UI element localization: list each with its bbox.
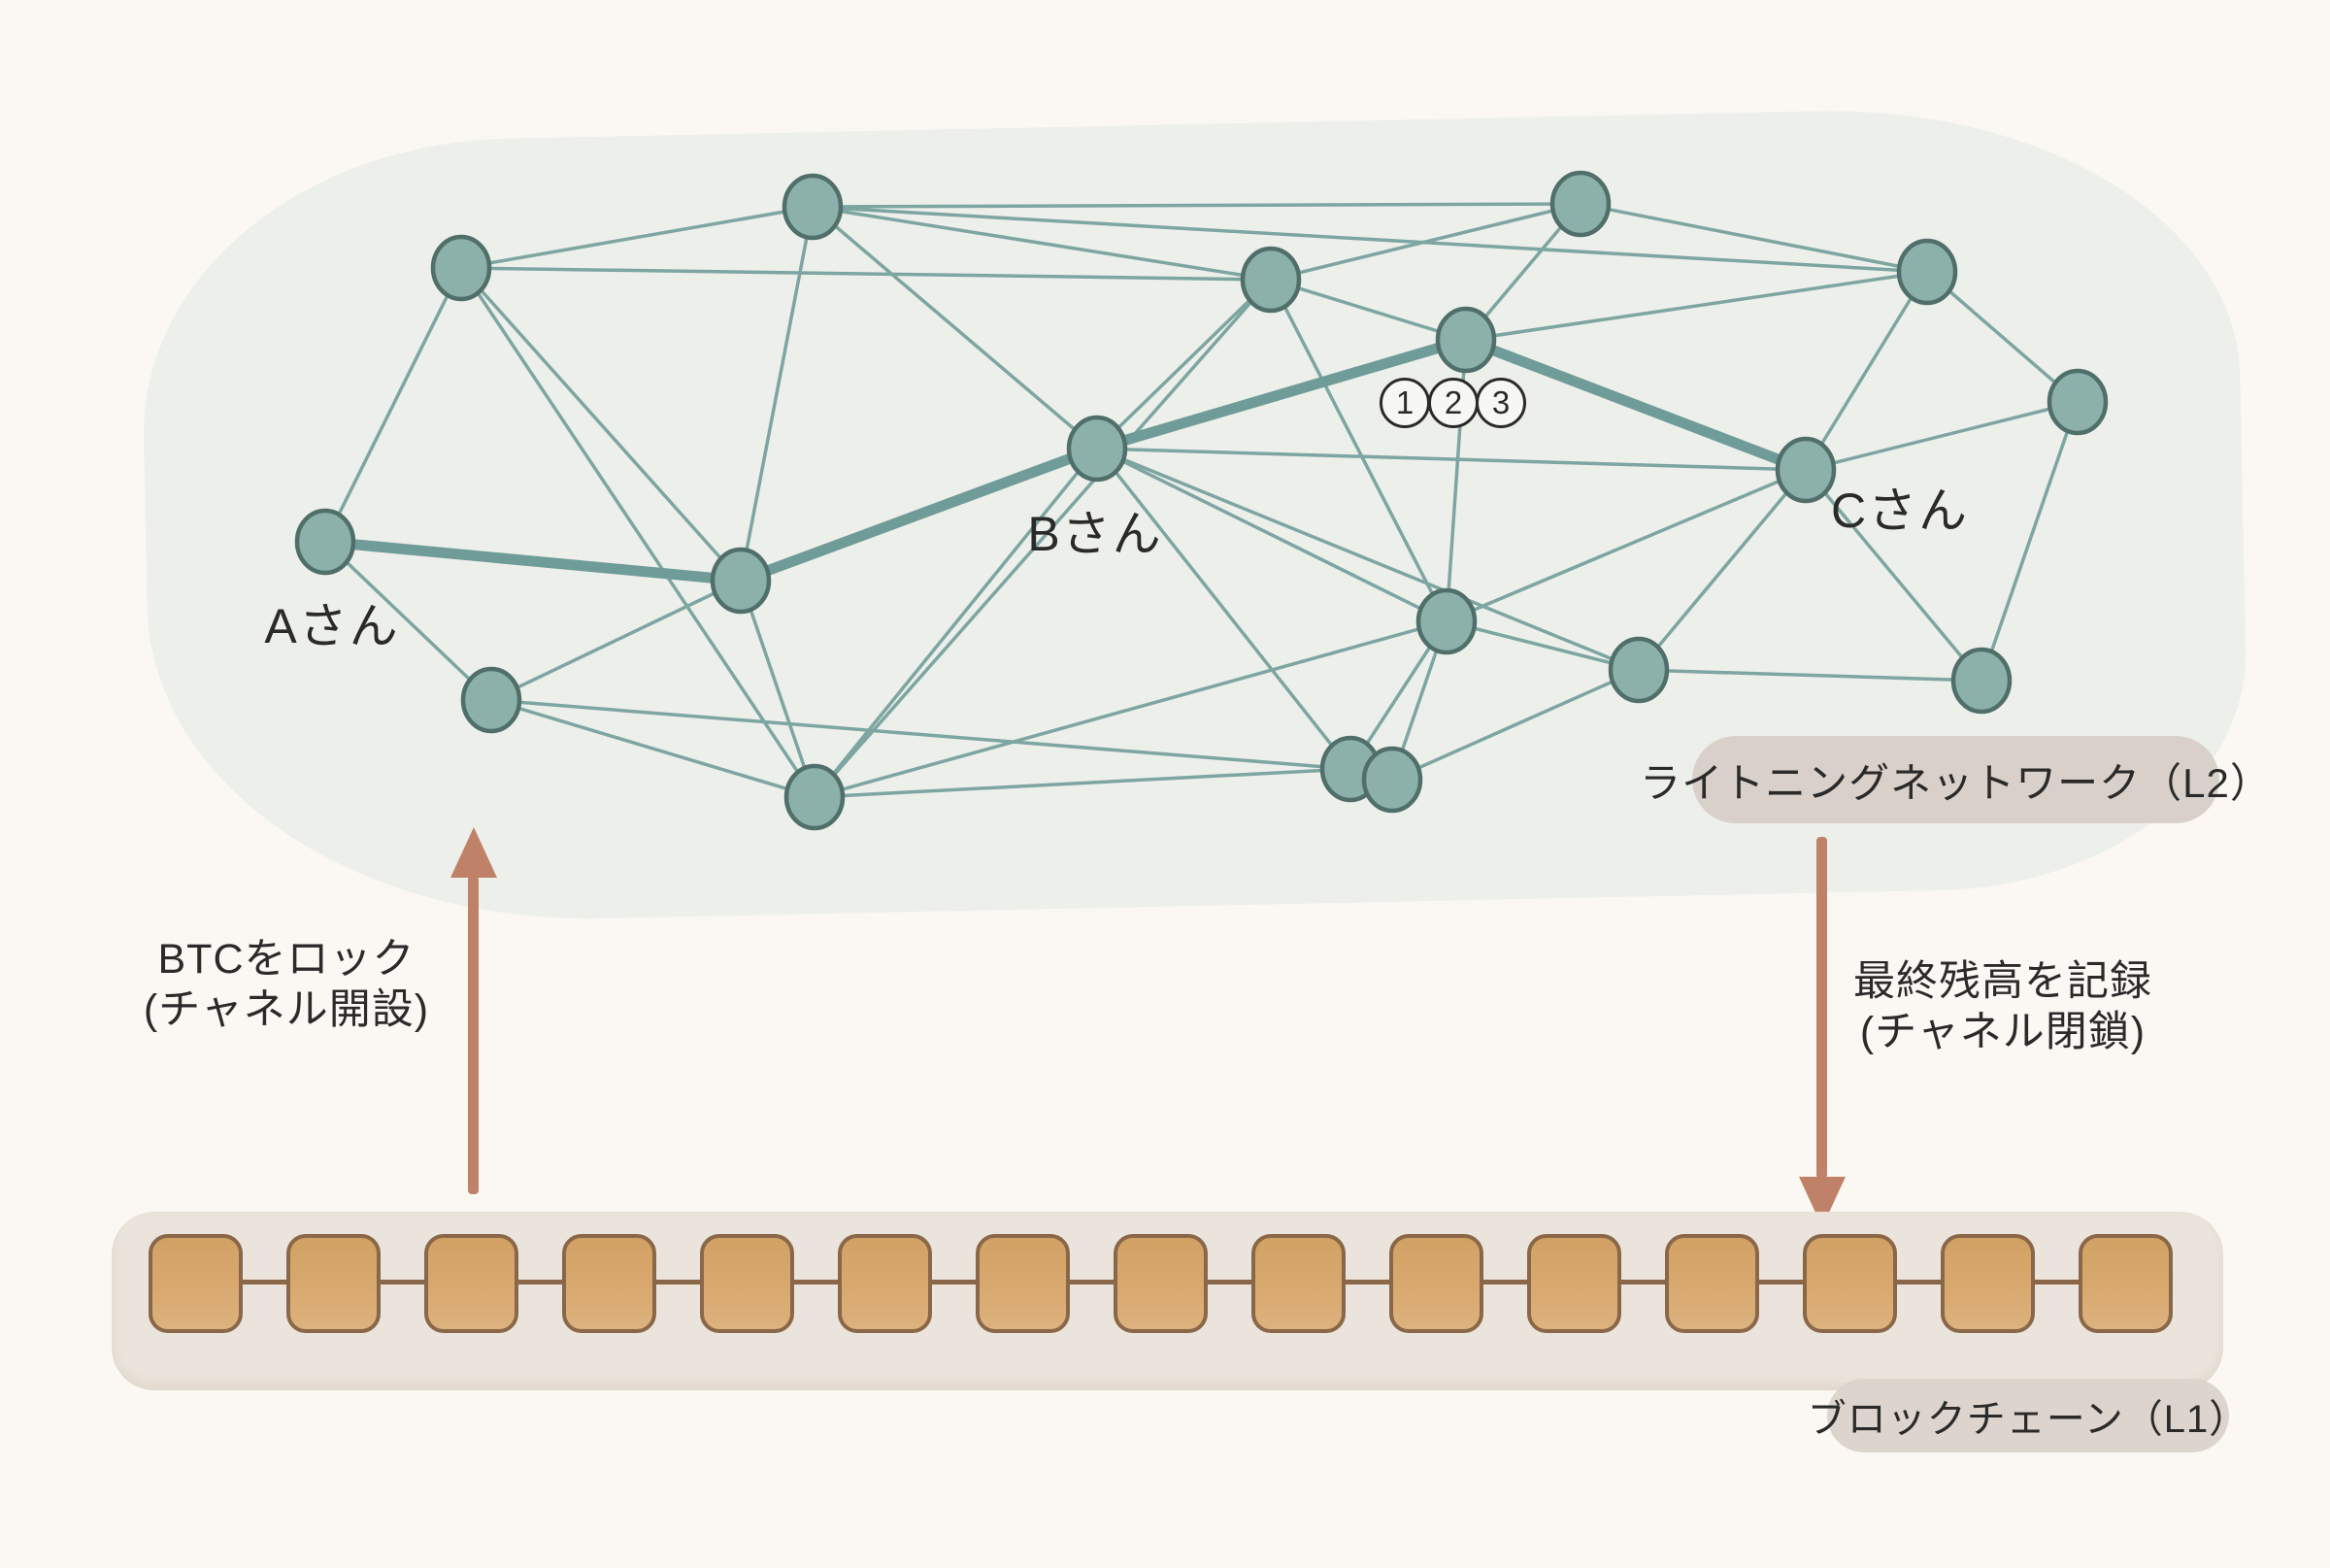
network-node-n5 <box>1549 170 1612 238</box>
block <box>976 1234 1070 1333</box>
blockchain-l1-label: ブロックチェーン（L1） <box>1807 1398 2249 1441</box>
arrow-up-shaft <box>468 876 479 1194</box>
network-edge <box>323 266 463 544</box>
network-edge <box>739 579 816 799</box>
network-edge <box>1269 278 1448 623</box>
network-node-n2 <box>782 173 844 241</box>
block <box>700 1234 794 1333</box>
channel-open-caption-line2: (チャネル開設) <box>143 986 430 1033</box>
network-edge <box>811 205 1273 282</box>
route-hop-marker-1: 1 <box>1380 378 1430 428</box>
network-edge <box>1269 202 1582 282</box>
network-edge <box>489 579 743 702</box>
network-node-n4 <box>1435 306 1497 374</box>
network-edge <box>811 205 1099 450</box>
block <box>424 1234 518 1333</box>
network-edge <box>1464 270 1929 342</box>
network-node-n12 <box>1415 587 1478 655</box>
network-node-n15 <box>460 666 522 734</box>
block <box>1114 1234 1208 1333</box>
payment-route-edge <box>319 536 747 586</box>
block <box>1527 1234 1621 1333</box>
block <box>286 1234 381 1333</box>
channel-close-caption: 最終残高を記録 (チャネル閉鎖) <box>1833 956 2173 1057</box>
blockchain-l1-badge: ブロックチェーン（L1） <box>1808 1379 2247 1452</box>
network-edge <box>1579 202 1929 274</box>
block <box>838 1234 932 1333</box>
network-edge <box>1390 668 1641 782</box>
network-edge <box>1095 447 1641 672</box>
channel-open-caption: BTCをロック (チャネル開設) <box>116 934 456 1035</box>
network-edge <box>813 767 1352 799</box>
network-edge <box>1804 270 1929 472</box>
block <box>1803 1234 1897 1333</box>
blockchain-container <box>112 1212 2223 1390</box>
lightning-network-l2-badge: ライトニングネットワーク（L2） <box>1640 736 2271 823</box>
network-edge <box>1445 619 1641 672</box>
network-node-n7 <box>2047 368 2109 436</box>
network-edge <box>811 205 1929 274</box>
channel-close-caption-line2: (チャネル閉鎖) <box>1859 1009 2147 1055</box>
network-edge <box>489 698 1352 771</box>
block <box>1941 1234 2035 1333</box>
network-edge <box>1804 400 2080 472</box>
channel-open-caption-line1: BTCをロック <box>157 936 416 983</box>
payment-route-edge <box>735 443 1103 586</box>
channel-close-caption-line1: 最終残高を記録 <box>1853 958 2152 1005</box>
network-edge <box>1980 400 2080 683</box>
network-edge <box>459 266 743 583</box>
network-edge <box>489 698 816 799</box>
network-edge <box>459 205 815 270</box>
network-node-C <box>1775 436 1837 504</box>
network-edge <box>1095 278 1273 450</box>
block <box>1251 1234 1346 1333</box>
network-node-n18 <box>1361 746 1423 814</box>
network-node-n14 <box>1950 647 2013 715</box>
network-node-n11 <box>710 547 772 615</box>
node-label: Aさん <box>264 599 400 653</box>
network-node-B <box>1066 415 1128 483</box>
network-node-n16 <box>783 763 846 831</box>
network-edge <box>1637 468 1808 672</box>
node-label: Cさん <box>1830 484 1970 538</box>
network-edge <box>1095 447 1352 771</box>
network-edge <box>459 266 816 799</box>
network-edge <box>323 540 493 702</box>
network-edge <box>1269 278 1468 342</box>
node-label: Bさん <box>1027 507 1163 561</box>
network-edge <box>813 619 1448 799</box>
block <box>1389 1234 1483 1333</box>
route-hop-marker-2: 2 <box>1428 378 1479 428</box>
network-node-n6 <box>1896 238 1958 306</box>
arrow-down-shaft <box>1816 837 1827 1179</box>
network-node-n1 <box>430 234 492 302</box>
network-edge <box>1095 447 1448 623</box>
network-edge <box>1445 468 1808 623</box>
network-edge <box>813 278 1273 799</box>
network-edge <box>811 202 1582 209</box>
block <box>2079 1234 2173 1333</box>
network-edge <box>459 266 1273 282</box>
network-node-n13 <box>1608 636 1670 704</box>
network-node-n3 <box>1240 246 1302 314</box>
payment-route-edge <box>1091 334 1472 454</box>
block <box>149 1234 243 1333</box>
network-edge <box>813 447 1099 799</box>
network-edge <box>1925 270 2080 404</box>
network-edge <box>1637 668 1983 683</box>
network-edge <box>1804 468 1983 683</box>
network-edge <box>1095 447 1808 472</box>
network-node-A <box>294 508 356 576</box>
lightning-network-l2-label: ライトニングネットワーク（L2） <box>1640 759 2272 806</box>
arrow-up-head-icon <box>450 827 497 878</box>
block <box>562 1234 656 1333</box>
block <box>1665 1234 1759 1333</box>
network-edge <box>739 205 815 583</box>
payment-route-edge <box>1460 334 1812 476</box>
route-hop-marker-3: 3 <box>1476 378 1526 428</box>
